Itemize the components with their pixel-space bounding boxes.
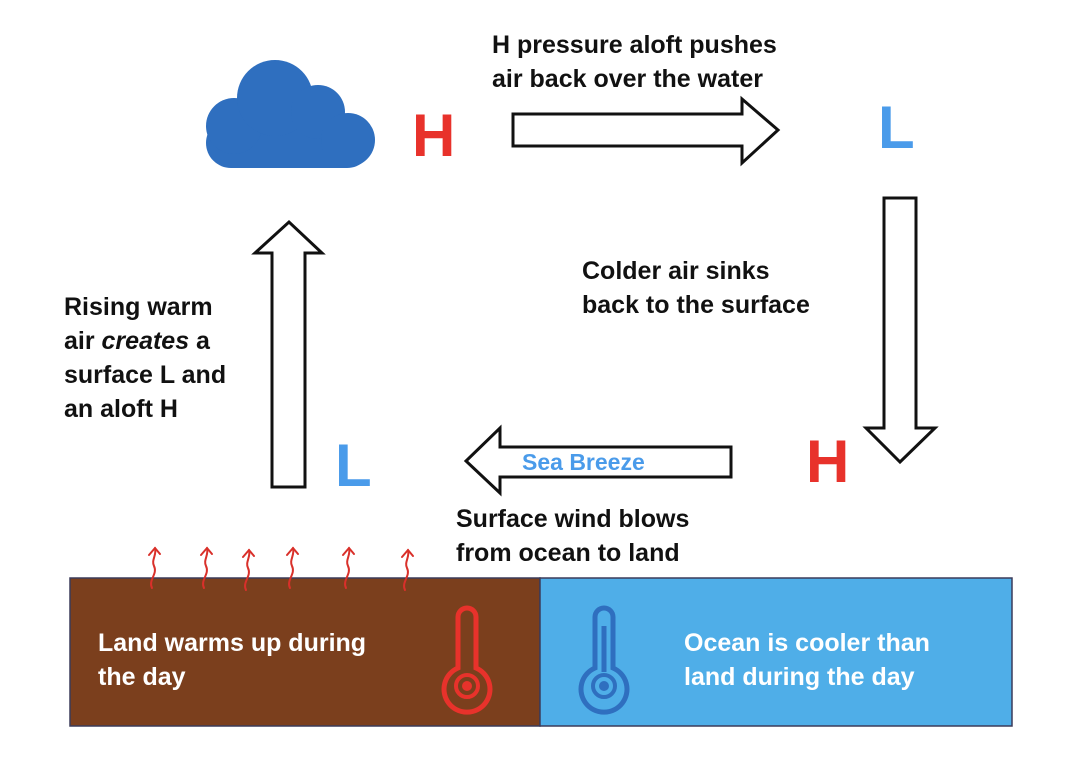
- surface-wind-line-2: from ocean to land: [456, 539, 680, 567]
- surface-wind-caption: Surface wind blows from ocean to land: [456, 502, 689, 570]
- sinking-line-2: back to the surface: [582, 291, 810, 319]
- rising-line-2: air creates a: [64, 324, 226, 358]
- surface-wind-line-1: Surface wind blows: [456, 505, 690, 533]
- rising-line-2-pre: air: [64, 327, 102, 355]
- rising-line-4: an aloft H: [64, 395, 178, 423]
- sea-breeze-arrow-left: [463, 424, 733, 497]
- sinking-line-1: Colder air sinks: [582, 257, 770, 285]
- rising-line-2-post: a: [189, 327, 210, 355]
- sea-breeze-label: Sea Breeze: [522, 449, 645, 475]
- cloud-icon: [206, 60, 375, 168]
- hot-thermometer-icon: [441, 605, 493, 715]
- aloft-push-line-2: air back over the water: [492, 65, 763, 93]
- land-line-1: Land warms up during: [98, 629, 367, 657]
- land-block: [69, 577, 541, 727]
- aloft-low-label: L: [878, 94, 915, 161]
- ocean-block: [539, 577, 1013, 727]
- rising-line-3: surface L and: [64, 361, 227, 389]
- land-caption: Land warms up during the day: [98, 626, 366, 694]
- rising-line-2-emphasis: creates: [101, 327, 190, 355]
- heat-wave-icon: [148, 546, 161, 589]
- heat-wave-icon: [401, 548, 414, 591]
- rising-arrow-up: [251, 219, 326, 489]
- ocean-line-1: Ocean is cooler than: [684, 629, 930, 657]
- land-line-2: the day: [98, 663, 186, 691]
- surface-low-label: L: [335, 432, 372, 499]
- heat-wave-icon: [286, 546, 299, 589]
- aloft-push-line-1: H pressure aloft pushes: [492, 31, 777, 59]
- rising-line-1: Rising warm: [64, 293, 213, 321]
- heat-wave-icons: [148, 546, 414, 591]
- sinking-arrow-down: [862, 196, 939, 465]
- aloft-arrow-right: [511, 95, 781, 167]
- sinking-caption: Colder air sinks back to the surface: [582, 254, 810, 322]
- rising-caption: Rising warm air creates a surface L and …: [64, 290, 226, 426]
- aloft-push-caption: H pressure aloft pushes air back over th…: [492, 28, 777, 96]
- ocean-line-2: land during the day: [684, 663, 915, 691]
- aloft-high-label: H: [412, 102, 456, 169]
- heat-wave-icon: [242, 548, 255, 591]
- heat-wave-icon: [342, 546, 355, 589]
- surface-high-label: H: [806, 428, 850, 495]
- heat-wave-icon: [200, 546, 213, 589]
- cold-thermometer-icon: [578, 605, 630, 715]
- ocean-caption: Ocean is cooler than land during the day: [684, 626, 930, 694]
